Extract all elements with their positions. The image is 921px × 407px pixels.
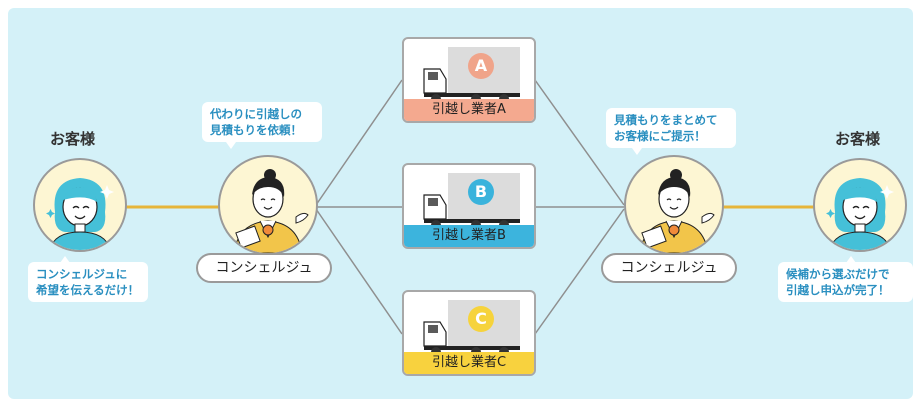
mover-b-label: 引越し業者B	[404, 225, 534, 247]
bubble-tail	[632, 148, 642, 155]
bubble-line: 候補から選ぶだけで	[786, 267, 890, 281]
customer-left-bubble: コンシェルジュに 希望を伝えるだけ！	[28, 262, 148, 302]
mover-card-a: A 引越し業者A	[402, 37, 536, 123]
mover-c-label: 引越し業者C	[404, 352, 534, 374]
mover-a-badge: A	[468, 53, 494, 79]
bubble-line: 見積もりをまとめて	[614, 113, 718, 127]
bubble-line: 希望を伝えるだけ！	[36, 283, 140, 297]
concierge-right-label: コンシェルジュ	[601, 253, 737, 283]
customer-right-bubble: 候補から選ぶだけで 引越し申込が完了！	[778, 262, 913, 302]
concierge-illustration-icon	[639, 169, 715, 253]
line-to-mover-a	[315, 79, 403, 206]
customer-illustration-icon	[46, 178, 114, 250]
concierge-right-bubble: 見積もりをまとめて お客様にご提示！	[606, 108, 736, 148]
mover-c-badge: C	[468, 306, 494, 332]
bubble-tail	[60, 256, 70, 263]
customer-right-avatar	[813, 158, 907, 252]
concierge-left-bubble: 代わりに引越しの 見積もりを依頼！	[202, 102, 322, 142]
bubble-line: コンシェルジュに	[36, 267, 128, 281]
bubble-line: 見積もりを依頼！	[210, 123, 302, 137]
customer-left-avatar	[33, 158, 127, 252]
bubble-tail	[226, 142, 236, 149]
line-from-mover-c	[534, 208, 625, 335]
customer-left-heading: お客様	[50, 130, 96, 148]
customer-illustration-icon	[826, 178, 894, 250]
bubble-line: 引越し申込が完了！	[786, 283, 890, 297]
line-to-mover-c	[315, 208, 403, 335]
concierge-right-avatar	[624, 155, 724, 255]
mover-b-badge: B	[468, 179, 494, 205]
concierge-left-avatar	[218, 155, 318, 255]
mover-a-label: 引越し業者A	[404, 99, 534, 121]
bubble-line: お客様にご提示！	[614, 129, 706, 143]
mover-card-b: B 引越し業者B	[402, 163, 536, 249]
bubble-line: 代わりに引越しの	[210, 107, 302, 121]
line-from-mover-a	[534, 79, 625, 206]
concierge-left-label: コンシェルジュ	[196, 253, 332, 283]
customer-right-heading: お客様	[835, 130, 881, 148]
concierge-illustration-icon	[233, 169, 309, 253]
mover-card-c: C 引越し業者C	[402, 290, 536, 376]
bubble-tail	[846, 256, 856, 263]
